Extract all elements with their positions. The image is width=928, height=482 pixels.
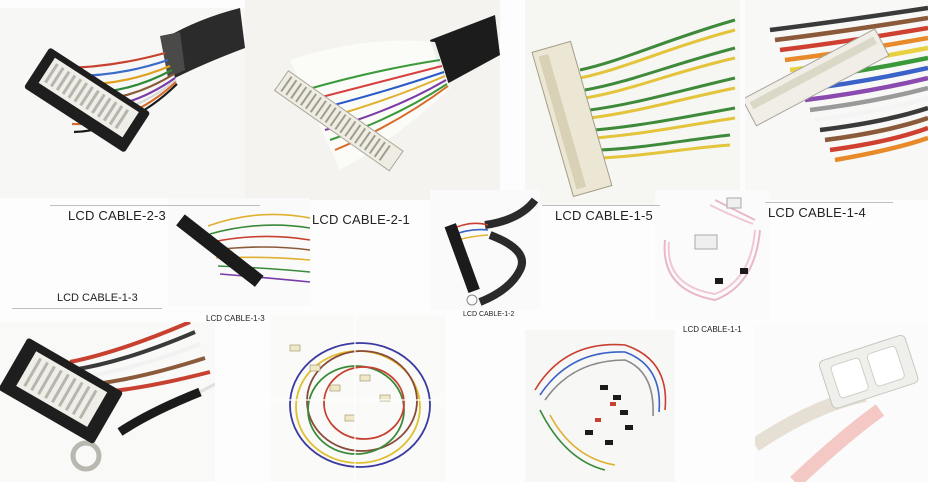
caption-rule — [765, 202, 893, 203]
photo-lcd-cable-1-3-ring — [0, 322, 215, 482]
photo-white-connector-pink-wire — [755, 325, 928, 482]
caption-rule — [50, 205, 260, 206]
caption-rule — [542, 205, 660, 206]
photo-lcd-cable-1-3-comb — [168, 198, 310, 306]
caption-lcd-cable-1-3-small: LCD CABLE-1-3 — [206, 314, 265, 323]
photo-lcd-cable-1-2 — [430, 190, 540, 310]
caption-lcd-cable-1-5: LCD CABLE-1-5 — [555, 208, 653, 223]
caption-lcd-cable-2-1: LCD CABLE-2-1 — [312, 212, 410, 227]
caption-rule — [12, 308, 162, 309]
photo-lcd-cable-2-3 — [0, 8, 245, 198]
caption-lcd-cable-1-1: LCD CABLE-1-1 — [683, 325, 742, 334]
photo-lcd-cable-1-1 — [655, 190, 770, 320]
caption-lcd-cable-2-3: LCD CABLE-2-3 — [68, 208, 166, 223]
photo-lcd-cable-1-5 — [525, 0, 740, 205]
photo-wire-harness-terminals — [525, 330, 675, 482]
photo-lcd-cable-1-4 — [745, 0, 928, 200]
photo-wire-harness-loops — [270, 315, 445, 482]
caption-lcd-cable-1-2: LCD CABLE-1-2 — [463, 311, 515, 318]
photo-lcd-cable-2-1 — [245, 0, 500, 200]
caption-lcd-cable-1-4: LCD CABLE-1-4 — [768, 205, 866, 220]
caption-lcd-cable-1-3: LCD CABLE-1-3 — [57, 292, 138, 304]
